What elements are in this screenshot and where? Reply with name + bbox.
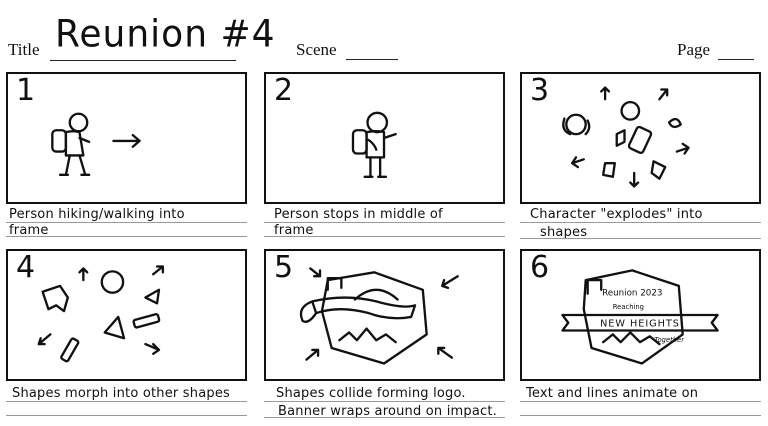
title-underline [50,60,236,61]
caption-rule [264,222,505,223]
caption-rule [6,415,247,416]
caption-rule [264,401,505,402]
title-value: Reunion #4 [55,12,276,57]
panel-4-caption-line-1: Shapes morph into other shapes [12,386,230,401]
exploding-shapes-sketch [562,86,690,188]
morphing-shapes-sketch [37,265,165,363]
panel-5-caption-line-1: Shapes collide forming logo. [276,386,466,401]
panel-6: 6 Reunion 2023 Reaching NEW HEIGHTS Toge… [520,249,761,381]
logo-arc-text: Reunion 2023 [602,289,662,299]
caption-rule [6,222,247,223]
logo-collision-sketch [299,267,459,365]
panel-number: 4 [16,250,36,285]
panel-3-caption-line-1: Character "explodes" into [530,207,703,222]
scene-underline [346,59,398,60]
logo-sub-text: Reaching [613,303,644,311]
panel-6-caption-line-1: Text and lines animate on [526,386,699,401]
finished-logo-sketch: Reunion 2023 Reaching NEW HEIGHTS Togeth… [561,269,719,365]
panel-1-caption-line-2: frame [9,223,49,238]
page-underline [718,59,754,60]
caption-rule [520,222,761,223]
page-label: Page [677,40,711,59]
caption-rule [6,236,247,237]
panel-number: 3 [530,73,550,108]
logo-banner-text: NEW HEIGHTS [600,319,680,330]
panel-1: 1 [6,72,247,204]
caption-rule [264,236,505,237]
panel-5-caption-line-2: Banner wraps around on impact. [278,404,497,419]
panel-number: 5 [274,250,294,285]
caption-rule [520,238,761,239]
hiker-standing-sketch [351,111,397,178]
panel-3-caption-line-2: shapes [540,225,588,240]
panel-1-caption-line-1: Person hiking/walking into [9,207,185,222]
logo-signature-text: Together [654,336,685,344]
hiker-walking-sketch [51,112,141,177]
panel-2: 2 [264,72,505,204]
caption-rule [520,415,761,416]
panel-5: 5 [264,249,505,381]
panel-number: 1 [16,73,36,108]
panel-number: 2 [274,73,294,108]
panel-2-caption-line-1: Person stops in middle of [274,207,443,222]
panel-2-caption-line-2: frame [274,223,314,238]
caption-rule [264,417,505,418]
title-label: Title [8,40,40,59]
caption-rule [520,401,761,402]
caption-rule [6,401,247,402]
panel-3: 3 [520,72,761,204]
panel-number: 6 [530,250,550,285]
scene-label: Scene [296,40,337,59]
panel-4: 4 [6,249,247,381]
